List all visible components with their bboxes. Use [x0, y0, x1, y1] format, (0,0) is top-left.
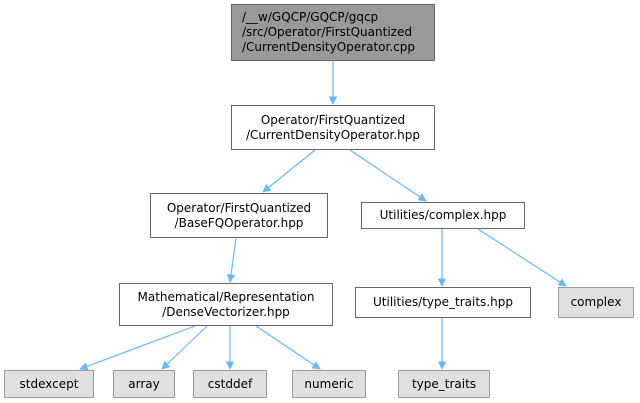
edge-dense-vectorizer-to-stdexcept: [79, 325, 196, 371]
node-complex[interactable]: complex: [558, 287, 634, 318]
node-cstddef[interactable]: cstddef: [193, 370, 267, 398]
edge-dense-vectorizer-to-numeric: [255, 325, 321, 370]
edge-dense-vectorizer-to-array: [161, 325, 208, 370]
node-type-traits-hpp[interactable]: Utilities/type_traits.hpp: [355, 287, 531, 318]
edge-base-fq-to-dense-vectorizer: [226, 237, 237, 283]
node-array[interactable]: array: [113, 370, 175, 398]
node-numeric[interactable]: numeric: [292, 370, 366, 398]
edge-current-density-to-complex-hpp: [349, 149, 427, 202]
node-type-traits[interactable]: type_traits: [398, 370, 490, 398]
node-current-density-operator-cpp[interactable]: /__w/GQCP/GQCP/gqcp /src/Operator/FirstQ…: [231, 4, 435, 61]
node-dense-vectorizer-hpp[interactable]: Mathematical/Representation /DenseVector…: [119, 283, 333, 326]
node-base-fq-operator-hpp[interactable]: Operator/FirstQuantized /BaseFQOperator.…: [150, 193, 328, 238]
edge-complex-hpp-to-complex: [477, 228, 567, 287]
node-complex-hpp[interactable]: Utilities/complex.hpp: [361, 202, 525, 229]
node-stdexcept[interactable]: stdexcept: [4, 370, 94, 398]
edge-current-density-to-base-fq: [262, 149, 316, 193]
node-current-density-operator-hpp[interactable]: Operator/FirstQuantized /CurrentDensityO…: [231, 105, 435, 150]
